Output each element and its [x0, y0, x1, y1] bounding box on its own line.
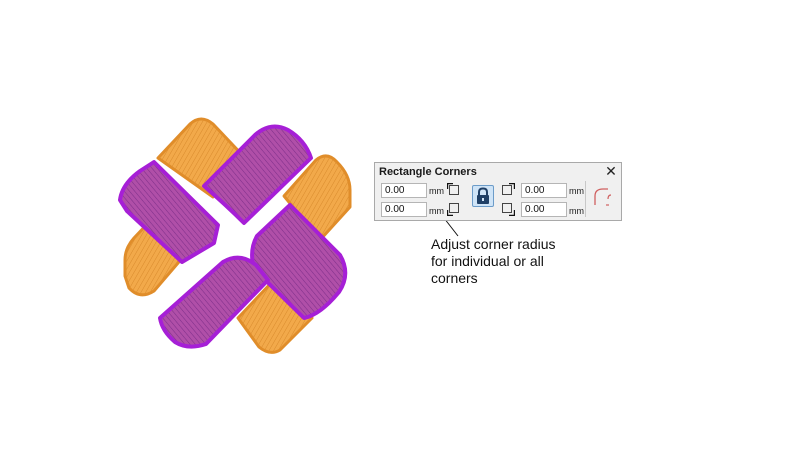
- callout-line-1: Adjust corner radius: [431, 236, 556, 252]
- bottom-left-radius-input[interactable]: 0.00: [381, 202, 427, 217]
- bottom-right-unit: mm: [569, 206, 584, 216]
- callout-line-3: corners: [431, 270, 478, 286]
- corner-bottom-left-icon[interactable]: [447, 202, 461, 216]
- lock-icon: [477, 187, 489, 204]
- callout-line-2: for individual or all: [431, 253, 544, 269]
- panel-title: Rectangle Corners: [379, 166, 477, 178]
- orange-piece-bottom: [236, 279, 314, 354]
- callout-text: Adjust corner radius for individual or a…: [431, 236, 601, 287]
- top-left-unit: mm: [429, 186, 444, 196]
- bottom-left-unit: mm: [429, 206, 444, 216]
- lock-button[interactable]: [472, 185, 494, 207]
- purple-piece-right: [250, 203, 348, 320]
- rectangle-corners-panel: Rectangle Corners ✕ 0.00 mm 0.00 mm 0.00…: [374, 162, 622, 221]
- corner-top-left-icon[interactable]: [447, 183, 461, 197]
- top-left-radius-input[interactable]: 0.00: [381, 183, 427, 198]
- corner-bottom-right-icon[interactable]: [501, 202, 515, 216]
- panel-separator: [585, 181, 586, 217]
- orange-piece-right: [282, 154, 352, 242]
- fillet-icon[interactable]: [590, 185, 616, 209]
- close-icon[interactable]: ✕: [605, 163, 617, 179]
- top-right-unit: mm: [569, 186, 584, 196]
- bottom-right-radius-input[interactable]: 0.00: [521, 202, 567, 217]
- purple-piece-bottom: [158, 255, 270, 349]
- top-right-radius-input[interactable]: 0.00: [521, 183, 567, 198]
- purple-piece-top: [202, 124, 313, 225]
- corner-top-right-icon[interactable]: [501, 183, 515, 197]
- purple-piece-left: [118, 160, 220, 264]
